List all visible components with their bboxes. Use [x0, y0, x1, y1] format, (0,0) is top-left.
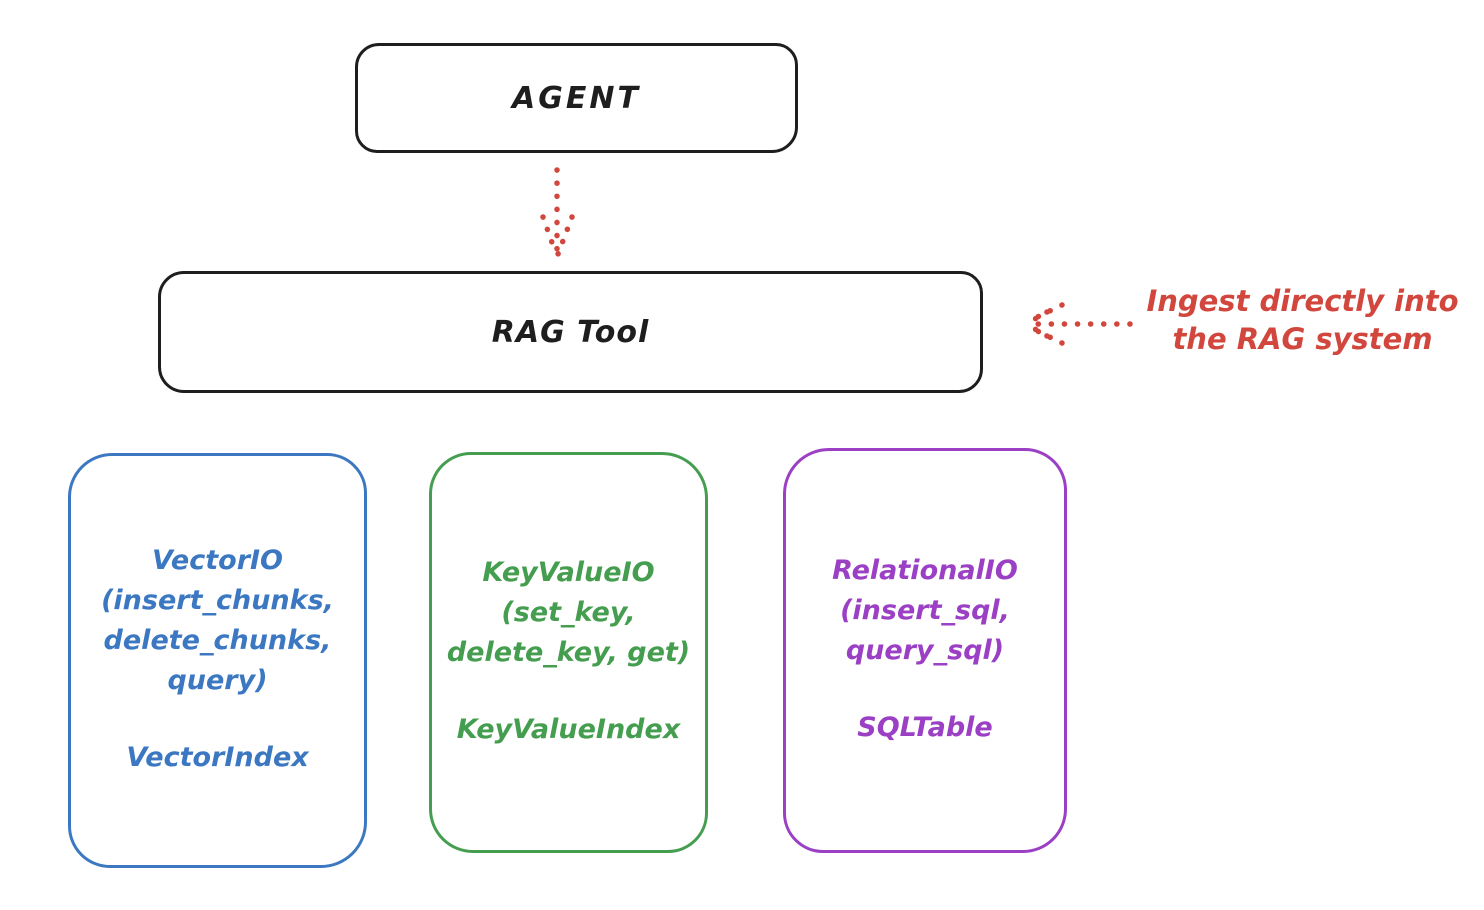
key-value-io-method-line1: (set_key, — [501, 597, 636, 628]
vector-io-node: VectorIO (insert_chunks, delete_chunks, … — [68, 453, 367, 868]
key-value-io-index-label: KeyValueIndex — [456, 714, 681, 745]
rag-tool-node: RAG Tool — [158, 271, 983, 393]
vector-io-title: VectorIO — [151, 545, 284, 576]
relational-io-table-label: SQLTable — [857, 712, 993, 743]
ingest-annotation-arrow — [1024, 302, 1133, 346]
agent-to-ragtool-arrow — [540, 167, 575, 257]
rag-tool-node-label: RAG Tool — [491, 314, 650, 350]
ingest-annotation-line1: Ingest directly into — [1146, 284, 1459, 318]
vector-io-index-label: VectorIndex — [126, 742, 309, 773]
vector-io-method-line2: delete_chunks, — [103, 625, 332, 656]
ingest-annotation: Ingest directly into the RAG system — [1140, 282, 1465, 358]
vector-io-method-line1: (insert_chunks, — [101, 585, 334, 616]
relational-io-title: RelationalIO — [832, 555, 1018, 586]
relational-io-method-line2: query_sql) — [845, 635, 1005, 666]
relational-io-method-line1: (insert_sql, — [840, 595, 1010, 626]
key-value-io-title: KeyValueIO — [482, 557, 655, 588]
agent-node-label: AGENT — [512, 80, 641, 116]
agent-node: AGENT — [355, 43, 798, 153]
vector-io-method-line3: query) — [167, 665, 268, 696]
relational-io-node: RelationalIO (insert_sql, query_sql) SQL… — [783, 448, 1067, 853]
key-value-io-method-line2: delete_key, get) — [446, 637, 691, 668]
key-value-io-node: KeyValueIO (set_key, delete_key, get) Ke… — [429, 452, 708, 853]
ingest-annotation-line2: the RAG system — [1172, 322, 1433, 356]
